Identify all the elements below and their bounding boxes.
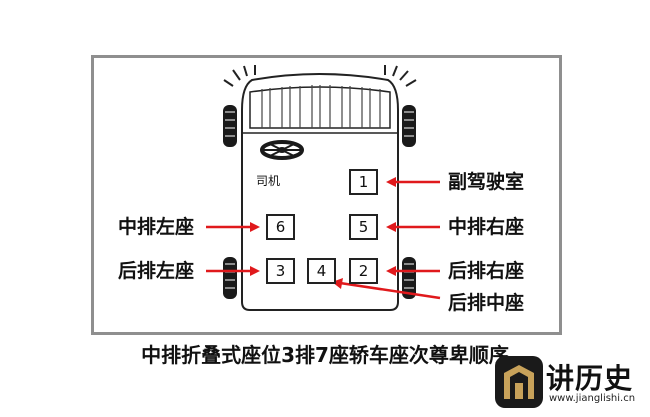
brand-watermark: 讲历史 www.jianglishi.cn <box>492 353 644 411</box>
windshield <box>249 86 391 129</box>
headlight-rays-right <box>384 65 417 87</box>
label-seat-4: 后排中座 <box>448 292 525 314</box>
label-seat-5: 中排右座 <box>448 216 525 238</box>
label-seat-3: 后排左座 <box>118 260 195 282</box>
seat-1: 1 <box>349 169 378 195</box>
steering-wheel-icon <box>260 140 304 160</box>
brand-logo-icon <box>495 356 543 408</box>
diagram-caption: 中排折叠式座位3排7座轿车座次尊卑顺序 <box>141 343 509 367</box>
arrows <box>206 177 441 300</box>
brand-name: 讲历史 <box>546 362 634 395</box>
label-seat-1: 副驾驶室 <box>448 171 525 193</box>
brand-url: www.jianglishi.cn <box>549 393 636 404</box>
seat-3: 3 <box>266 258 295 284</box>
seat-4: 4 <box>307 258 336 284</box>
windshield-lines <box>261 85 381 128</box>
driver-label: 司机 <box>256 174 281 188</box>
seat-2: 2 <box>349 258 378 284</box>
seat-6: 6 <box>266 214 295 240</box>
seat-5: 5 <box>349 214 378 240</box>
headlight-rays-left <box>223 65 256 87</box>
label-seat-6: 中排左座 <box>118 216 195 238</box>
label-seat-2: 后排右座 <box>448 260 525 282</box>
